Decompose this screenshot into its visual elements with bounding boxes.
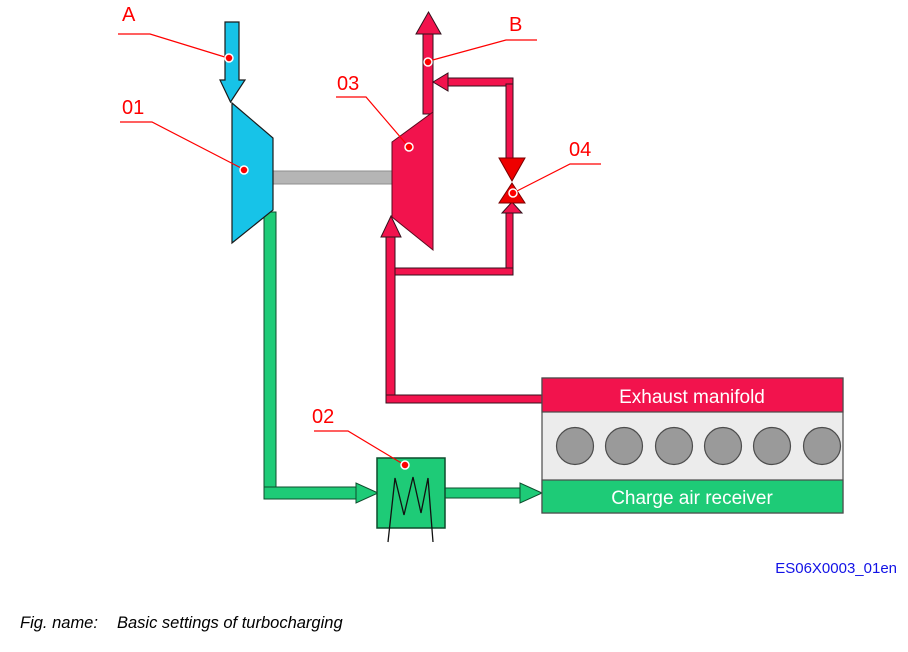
leader-dot-02: [400, 460, 410, 470]
air-intake-arrow-icon: [219, 21, 247, 104]
leader-dot-03: [404, 142, 414, 152]
wastegate-return-arrow-icon: [432, 72, 449, 92]
charge-air-receiver-label: Charge air receiver: [611, 488, 773, 509]
charge-air-cooler: [376, 457, 446, 529]
leader-line-b: [428, 39, 537, 62]
wastegate-inlet-arrow-icon: [500, 201, 524, 214]
exhaust-manifold-pipe: [385, 394, 544, 404]
turbine-symbol: [391, 111, 434, 252]
wastegate-branch-pipe: [391, 267, 514, 276]
cylinder-4: [703, 426, 743, 466]
leader-dot-b: [423, 57, 433, 67]
exhaust-manifold-band: [541, 377, 844, 413]
leader-dot-04: [508, 188, 518, 198]
caption-text: Basic settings of turbocharging: [117, 614, 343, 632]
callout-b: B: [509, 14, 522, 36]
leader-line-04: [514, 163, 601, 193]
leader-line-03: [336, 96, 409, 147]
cylinder-2: [604, 426, 644, 466]
cylinder-1: [555, 426, 595, 466]
cooler-coil-icon: [387, 476, 434, 543]
callout-03: 03: [337, 73, 359, 95]
exhaust-manifold-label: Exhaust manifold: [619, 387, 765, 408]
wastegate-valve-upper-icon: [498, 157, 526, 183]
figure-code: ES06X0003_01en: [775, 560, 897, 577]
leader-dot-01: [239, 165, 249, 175]
leader-line-a: [118, 33, 229, 59]
charge-air-receiver-band: [541, 479, 844, 514]
charge-air-arrow-into-receiver-icon: [519, 482, 544, 504]
leader-line-01: [120, 121, 244, 170]
engine-block: Exhaust manifold Charge air receiver: [541, 377, 844, 514]
cylinder-3: [654, 426, 694, 466]
wastegate-lower-stem-pipe: [505, 212, 514, 276]
wastegate-return-pipe: [444, 77, 514, 87]
turbine-outlet-pipe: [422, 31, 434, 115]
turbine-inlet-pipe: [385, 235, 396, 404]
charge-air-arrow-into-cooler-icon: [355, 482, 380, 504]
cylinder-5: [752, 426, 792, 466]
compressor-symbol: [231, 101, 274, 245]
callout-01: 01: [122, 97, 144, 119]
leader-line-02: [314, 430, 404, 465]
callout-a: A: [122, 4, 136, 26]
turbo-shaft: [272, 170, 393, 185]
exhaust-out-arrow-icon: [415, 10, 442, 35]
caption-label: Fig. name:: [20, 614, 98, 632]
cylinder-6: [802, 426, 842, 466]
leader-dot-a: [224, 53, 234, 63]
charge-air-pipe-vertical: [263, 211, 277, 500]
turbine-inlet-arrow-icon: [380, 214, 402, 238]
cooler-outlet-pipe: [444, 487, 521, 499]
callout-04: 04: [569, 139, 591, 161]
callout-02: 02: [312, 406, 334, 428]
wastegate-upper-stem-pipe: [505, 83, 514, 159]
charge-air-pipe-horizontal: [263, 486, 357, 500]
